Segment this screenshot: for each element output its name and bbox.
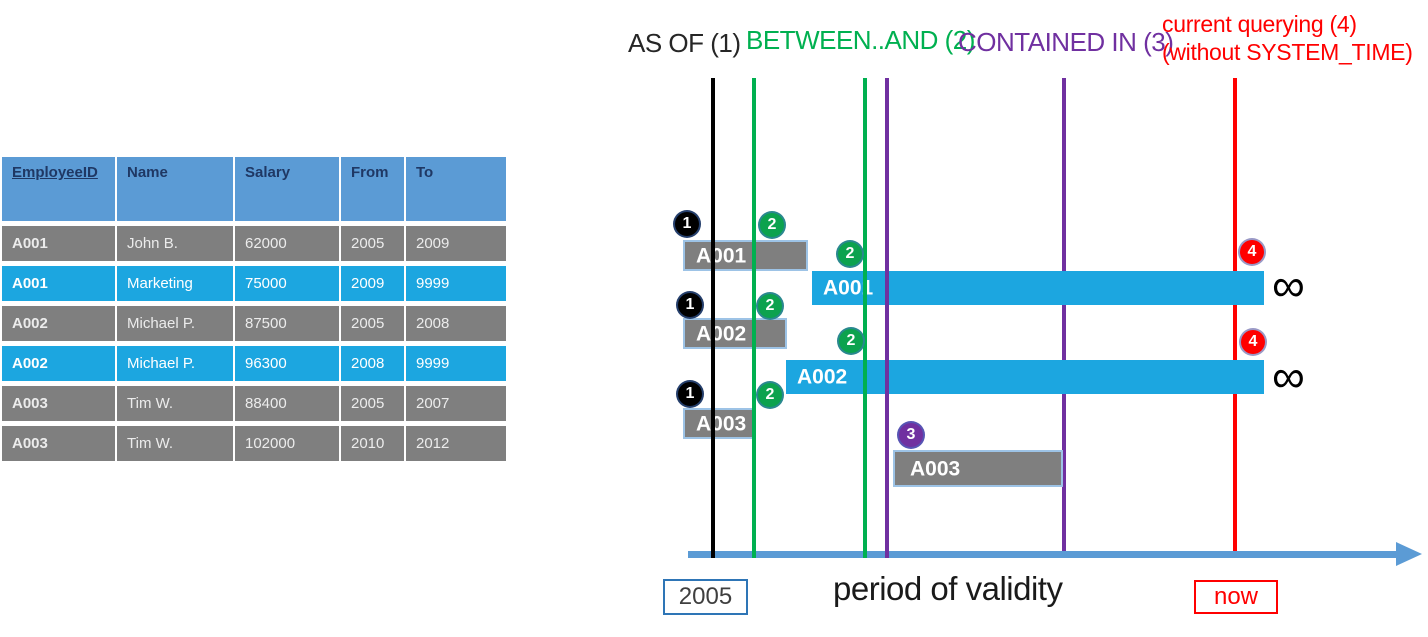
- infinity-icon: ∞: [1272, 259, 1305, 311]
- cell-from: 2010: [341, 426, 404, 461]
- cell-salary: 62000: [235, 226, 339, 261]
- time-axis: [688, 551, 1400, 558]
- cell-from: 2005: [341, 306, 404, 341]
- cell-employeeid: A003: [2, 426, 115, 461]
- cell-salary: 87500: [235, 306, 339, 341]
- cell-salary: 88400: [235, 386, 339, 421]
- vline-between-start: [752, 78, 756, 558]
- header-label: Salary: [245, 164, 291, 181]
- cell-to: 9999: [406, 266, 506, 301]
- cell-name: Tim W.: [117, 426, 233, 461]
- vline-contained-in-start: [885, 78, 889, 558]
- badge-between-a001-v2: 2: [836, 240, 864, 268]
- bar-label: A003: [910, 457, 961, 480]
- cell-from: 2009: [341, 266, 404, 301]
- header-label: Name: [127, 164, 168, 181]
- cell-employeeid: A001: [2, 266, 115, 301]
- cell-name: Michael P.: [117, 346, 233, 381]
- year-2005-box: 2005: [663, 579, 748, 615]
- cell-from: 2005: [341, 386, 404, 421]
- header-cell-name: Name: [117, 157, 233, 221]
- header-cell-from: From: [341, 157, 404, 221]
- header-cell-employeeid: EmployeeID: [2, 157, 115, 221]
- employee-table: EmployeeID Name Salary From To A001 John…: [2, 157, 506, 461]
- badge-as-of-a002: 1: [676, 291, 704, 319]
- cell-from: 2008: [341, 346, 404, 381]
- bar-a003-v2: A003: [893, 450, 1063, 487]
- bar-a002-v2: A002: [786, 360, 1264, 394]
- cell-to: 2012: [406, 426, 506, 461]
- badge-contained-a003: 3: [897, 421, 925, 449]
- badge-current-a001: 4: [1238, 238, 1266, 266]
- cell-to: 2008: [406, 306, 506, 341]
- cell-name: Marketing: [117, 266, 233, 301]
- legend-as-of: AS OF (1): [628, 28, 741, 58]
- header-cell-salary: Salary: [235, 157, 339, 221]
- bar-label: A001: [696, 244, 747, 267]
- cell-employeeid: A002: [2, 306, 115, 341]
- header-cell-to: To: [406, 157, 506, 221]
- axis-arrowhead-icon: [1396, 542, 1422, 566]
- cell-salary: 96300: [235, 346, 339, 381]
- cell-name: John B.: [117, 226, 233, 261]
- vline-as-of: [711, 78, 715, 558]
- badge-between-a002-v1: 2: [756, 292, 784, 320]
- cell-salary: 75000: [235, 266, 339, 301]
- legend-current-querying: current querying (4) (without SYSTEM_TIM…: [1162, 10, 1413, 66]
- cell-employeeid: A003: [2, 386, 115, 421]
- badge-between-a003: 2: [756, 381, 784, 409]
- header-label: From: [351, 164, 389, 181]
- header-label: To: [416, 164, 434, 181]
- legend-current-querying-line1: current querying (4): [1162, 11, 1357, 37]
- cell-name: Michael P.: [117, 306, 233, 341]
- bar-label: A003: [696, 412, 747, 435]
- bar-label: A002: [797, 365, 848, 389]
- bar-a002-v1: A002: [683, 318, 787, 349]
- axis-title: period of validity: [833, 570, 1063, 607]
- cell-name: Tim W.: [117, 386, 233, 421]
- badge-as-of-a003: 1: [676, 380, 704, 408]
- badge-between-a002-v2: 2: [837, 327, 865, 355]
- badge-current-a002: 4: [1239, 328, 1267, 356]
- cell-to: 2007: [406, 386, 506, 421]
- cell-from: 2005: [341, 226, 404, 261]
- bar-label: A001: [823, 276, 874, 300]
- vline-between-end: [863, 78, 867, 558]
- cell-employeeid: A001: [2, 226, 115, 261]
- cell-salary: 102000: [235, 426, 339, 461]
- cell-to: 2009: [406, 226, 506, 261]
- badge-between-a001-v1: 2: [758, 211, 786, 239]
- cell-employeeid: A002: [2, 346, 115, 381]
- vline-contained-in-end: [1062, 78, 1066, 558]
- cell-to: 9999: [406, 346, 506, 381]
- bar-a001-v1: A001: [683, 240, 808, 271]
- now-box: now: [1194, 580, 1278, 614]
- header-label: EmployeeID: [12, 164, 98, 181]
- infinity-icon: ∞: [1272, 350, 1305, 402]
- legend-between-and: BETWEEN..AND (2): [746, 25, 975, 55]
- legend-contained-in: CONTAINED IN (3): [958, 27, 1174, 57]
- bar-a001-v2: A001: [812, 271, 1264, 305]
- bar-label: A002: [696, 322, 747, 345]
- legend-current-querying-line2: (without SYSTEM_TIME): [1162, 39, 1413, 65]
- badge-as-of-a001: 1: [673, 210, 701, 238]
- vline-now: [1233, 78, 1237, 558]
- bar-a003-v1: A003: [683, 408, 756, 439]
